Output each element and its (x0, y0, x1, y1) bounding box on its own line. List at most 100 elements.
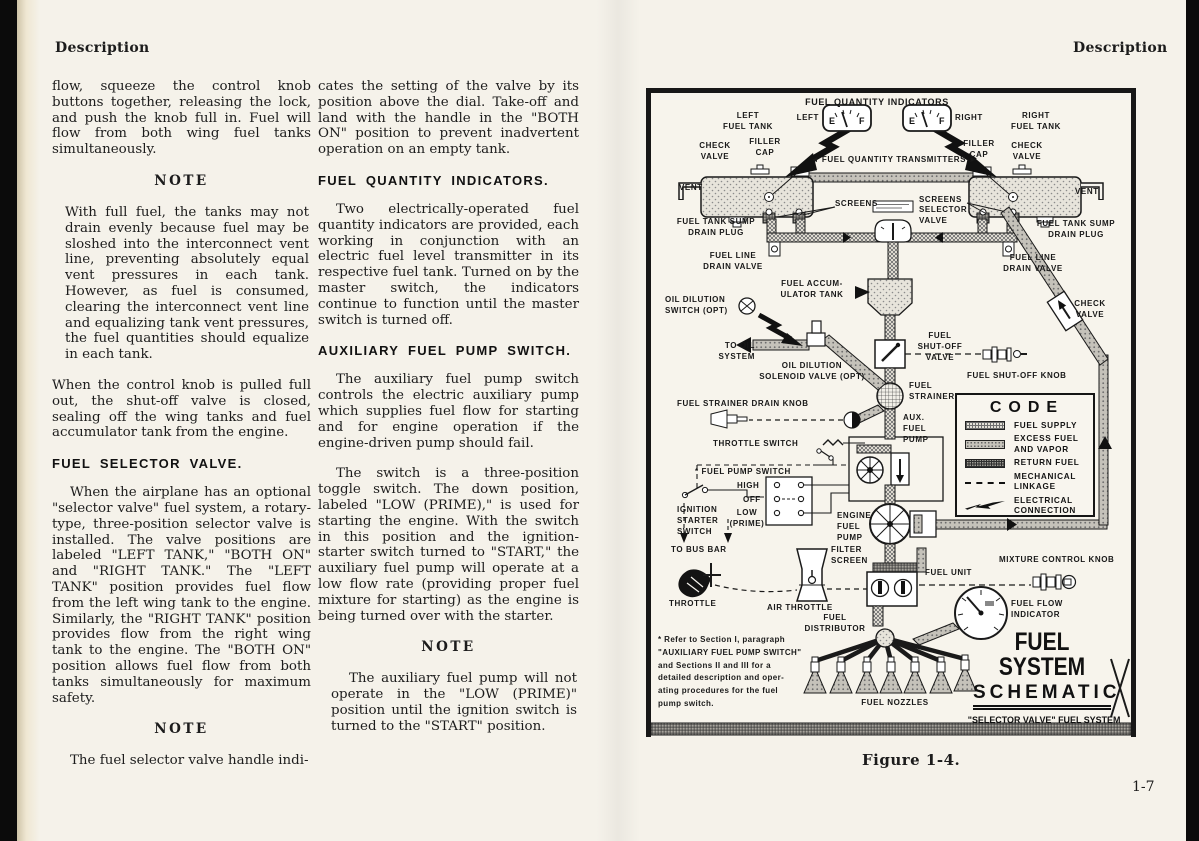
scan-edge-left (0, 0, 17, 841)
label-throttle: THROTTLE (669, 599, 717, 608)
right-fuel-tank-shape (968, 176, 1082, 218)
right-electrical-bolt (933, 126, 977, 164)
label-fuel-pump-switch: * FUEL PUMP SWITCH (695, 467, 791, 476)
code-legend: CODE FUEL SUPPLY EXCESS FUEL AND VAPOR R… (955, 393, 1095, 517)
schematic-title-block: FUEL SYSTEM SCHEMATIC "SELECTOR VALVE" F… (963, 630, 1121, 726)
label-fuel-accumulator-tank: FUEL ACCUM- ULATOR TANK (780, 279, 844, 299)
label-vent-right: VENT (1075, 187, 1099, 196)
paragraph: When the airplane has an optional "selec… (52, 485, 311, 706)
svg-text:E: E (829, 116, 835, 126)
return-check-valve-shape (1046, 290, 1084, 332)
label-sump-drain-left: FUEL TANK SUMP DRAIN PLUG (676, 217, 756, 237)
label-fuel-distributor: FUEL DISTRIBUTOR (804, 613, 866, 633)
legend-row-electrical-connection: ELECTRICAL CONNECTION (965, 496, 1085, 517)
legend-row-return-fuel: RETURN FUEL (965, 458, 1085, 468)
schematic-title-line3: "SELECTOR VALVE" FUEL SYSTEM (967, 714, 1121, 726)
label-filler-cap-left: FILLER CAP (749, 137, 781, 157)
svg-text:F: F (859, 116, 865, 126)
bottom-border-band (651, 722, 1131, 736)
label-selector-valve: SELECTOR VALVE (919, 205, 968, 225)
legend-row-mechanical-linkage: MECHANICAL LINKAGE (965, 472, 1085, 493)
svg-text:F: F (939, 116, 945, 126)
label-check-valve-left: CHECK VALVE (699, 141, 731, 161)
paragraph: When the control knob is pulled full out… (52, 377, 311, 441)
label-filter-screen: FILTER SCREEN (831, 545, 868, 565)
paragraph: Two electrically-operated fuel quantity … (318, 201, 579, 328)
label-vent-left: VENT (679, 183, 703, 192)
label-left-fuel-tank: LEFT FUEL TANK (723, 111, 773, 131)
label-switch-high: HIGH (737, 481, 760, 490)
section-heading-fuel-selector-valve: FUEL SELECTOR VALVE. (52, 456, 243, 472)
paragraph: flow, squeeze the control knob buttons t… (52, 79, 311, 158)
left-fuel-gauge-icon: E F (822, 104, 872, 132)
label-engine-fuel-pump: ENGINE FUEL PUMP (837, 511, 872, 542)
figure-caption: Figure 1-4. (862, 751, 961, 769)
fuel-nozzle-icons (803, 654, 977, 694)
paragraph: The switch is a three-position toggle sw… (318, 466, 579, 624)
legend-row-fuel-supply: FUEL SUPPLY (965, 421, 1085, 431)
schematic-title-line1: FUEL SYSTEM (998, 628, 1086, 681)
label-oil-dilution-solenoid: OIL DILUTION SOLENOID VALVE (OPT) (759, 361, 865, 381)
label-check-valve-right: CHECK VALVE (1011, 141, 1043, 161)
label-fuel-quantity-transmitters: ◄ FUEL QUANTITY TRANSMITTERS ► (810, 155, 978, 164)
fuel-distributor-hub (875, 628, 895, 648)
left-page-column-2: cates the setting of the valve by its po… (318, 79, 579, 750)
fuel-supply-swatch (965, 421, 1005, 431)
selector-valve-placard (872, 200, 914, 213)
code-legend-title: CODE (989, 399, 1065, 416)
label-gauge-right: RIGHT (955, 113, 983, 122)
mixture-control-knob-icon (1032, 573, 1077, 591)
section-heading-auxiliary-fuel-pump-switch: AUXILIARY FUEL PUMP SWITCH. (318, 343, 572, 359)
oil-dilution-solenoid-shape (806, 332, 826, 347)
label-throttle-switch: THROTTLE SWITCH (713, 439, 799, 448)
schematic-title-line2: SCHEMATIC (973, 683, 1117, 710)
label-sump-drain-right: FUEL TANK SUMP DRAIN PLUG (1036, 219, 1116, 239)
left-page-column-1: flow, squeeze the control knob buttons t… (52, 79, 311, 784)
label-filler-cap-right: FILLER CAP (963, 139, 995, 159)
to-oil-system-arrow (736, 337, 751, 353)
legend-row-excess-fuel: EXCESS FUEL AND VAPOR (965, 434, 1085, 455)
title-x-ornament (1110, 658, 1130, 718)
label-fuel-quantity-indicators: FUEL QUANTITY INDICATORS (805, 97, 949, 107)
mechanical-linkage-swatch (965, 482, 1005, 485)
paragraph: cates the setting of the valve by its po… (318, 79, 579, 158)
label-fuel-shutoff-knob: FUEL SHUT-OFF KNOB (967, 371, 1067, 380)
label-fuel-flow-indicator: FUEL FLOW INDICATOR (1011, 599, 1063, 619)
page-number: 1-7 (1132, 779, 1155, 795)
label-right-fuel-tank: RIGHT FUEL TANK (1011, 111, 1061, 131)
paragraph: The auxiliary fuel pump switch controls … (318, 372, 579, 451)
note-heading: NOTE (154, 721, 209, 738)
label-screens-left: SCREENS (835, 199, 878, 208)
label-fuel-line-drain-left: FUEL LINE DRAIN VALVE (703, 251, 763, 271)
section-heading-fuel-quantity-indicators: FUEL QUANTITY INDICATORS. (318, 172, 549, 188)
electrical-connection-swatch (965, 500, 1005, 510)
note-paragraph: The auxiliary fuel pump will not operate… (331, 671, 577, 734)
left-electrical-bolt (807, 126, 851, 164)
label-aux-fuel-pump: AUX. FUEL PUMP (903, 413, 929, 444)
label-switch-low-prime: LOW (PRIME) (729, 508, 765, 528)
fuel-pump-switch-box (765, 476, 813, 526)
label-screens-right: SCREENS (919, 195, 962, 204)
scan-edge-right (1186, 0, 1199, 841)
book-page-edge (17, 0, 40, 841)
throttle-switch-symbol (822, 439, 844, 446)
label-to-oil-system: TO OIL SYSTEM (718, 341, 755, 361)
page-header-left: Description (55, 40, 150, 56)
note-heading: NOTE (154, 172, 209, 189)
label-to-bus-bar: TO BUS BAR (671, 545, 727, 554)
label-ignition-starter-switch: IGNITION STARTER SWITCH (677, 505, 719, 536)
filter-screen-shape (872, 562, 918, 573)
label-fuel-unit: FUEL UNIT (925, 568, 973, 577)
label-fuel-shutoff-valve: FUEL SHUT-OFF VALVE (917, 331, 963, 362)
strainer-drain-knob-icon (710, 409, 748, 429)
label-gauge-left: LEFT (796, 113, 819, 122)
label-air-throttle: AIR THROTTLE (767, 603, 833, 612)
label-fuel-strainer: FUEL STRAINER (909, 381, 955, 401)
note-paragraph: With full fuel, the tanks may not drain … (65, 204, 309, 363)
figure-footnote: * Refer to Section I, paragraph "AUXILIA… (658, 635, 802, 708)
label-oil-dilution-switch: OIL DILUTION SWITCH (OPT) (665, 295, 728, 315)
label-fuel-line-drain-right: FUEL LINE DRAIN VALVE (1003, 253, 1063, 273)
svg-text:E: E (909, 116, 915, 126)
fuel-system-schematic-figure: E F E F (646, 88, 1136, 737)
throttle-knob-icon (678, 563, 721, 598)
